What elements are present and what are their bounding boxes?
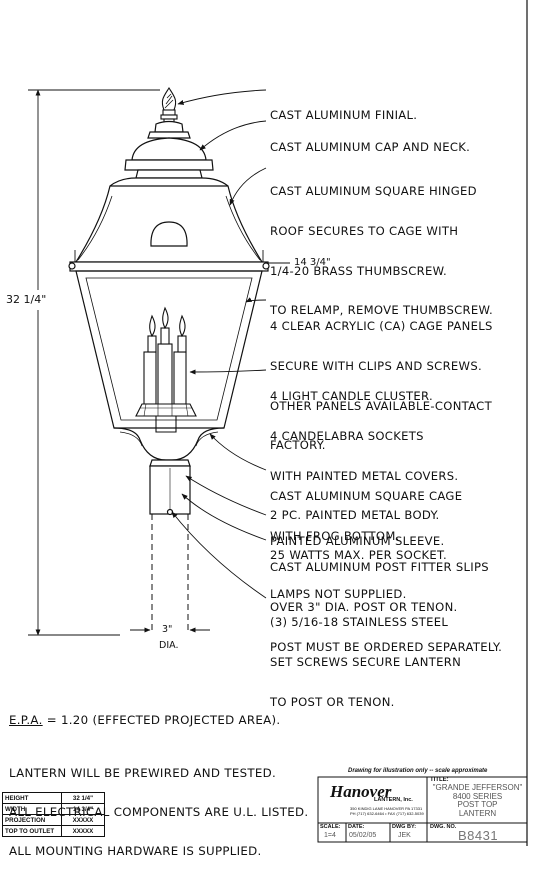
- cap-and-neck: [124, 120, 214, 179]
- date-value: 05/02/05: [349, 832, 377, 839]
- spec-value: XXXXX: [61, 825, 105, 837]
- lantern-drawing: [28, 0, 528, 846]
- spec-label: HEIGHT: [2, 792, 62, 804]
- callout-line: WITH PAINTED METAL COVERS.: [270, 468, 459, 483]
- callout-line: PAINTED ALUMINUM SLEEVE.: [270, 534, 445, 549]
- scale-label: SCALE:: [320, 824, 341, 830]
- company-phone: PH (717) 632-6464 • FAX (717) 632-5039: [350, 811, 424, 816]
- date-label: DATE:: [348, 824, 365, 830]
- callout-line: POST MUST BE ORDERED SEPARATELY.: [270, 639, 503, 654]
- callout-line: ROOF SECURES TO CAGE WITH: [270, 224, 459, 239]
- callout-line: TO RELAMP, REMOVE THUMBSCREW.: [270, 303, 493, 318]
- callout-panels: 4 CLEAR ACRYLIC (CA) CAGE PANELS SECURE …: [270, 294, 493, 479]
- company-address: 350 KINDIG LANE HANOVER PA 17331: [350, 806, 423, 811]
- callout-line: CAST ALUMINUM POST FITTER SLIPS: [270, 560, 489, 575]
- callout-post-fitter: CAST ALUMINUM POST FITTER SLIPS OVER 3" …: [270, 535, 502, 680]
- callout-line: CAST ALUMINUM SQUARE HINGED: [270, 184, 477, 199]
- title-line: 8400 SERIES: [452, 791, 503, 801]
- epa-note: E.P.A. = 1.20 (EFFECTED PROJECTED AREA).: [9, 713, 280, 727]
- callout-line: SET SCREWS SECURE LANTERN: [270, 655, 462, 670]
- callout-line: FACTORY.: [270, 438, 326, 453]
- callout-line: SECURE WITH CLIPS AND SCREWS.: [270, 359, 482, 374]
- general-note-line: LANTERN WILL BE PREWIRED AND TESTED.: [9, 766, 277, 780]
- spec-label: WIDTH: [2, 803, 62, 815]
- post-dia-label: 3": [162, 624, 173, 635]
- title-line: POST TOP: [457, 800, 498, 810]
- height-dimension-label: 32 1/4": [6, 293, 47, 306]
- callout-finial: CAST ALUMINUM FINIAL.: [270, 83, 417, 149]
- callout-sleeve: PAINTED ALUMINUM SLEEVE.: [270, 509, 444, 575]
- width-dimension-label: 14 3/4": [294, 257, 331, 268]
- callout-line: 4 CLEAR ACRYLIC (CA) CAGE PANELS: [270, 319, 493, 334]
- finial: [160, 86, 178, 124]
- brand-name: Hanover: [330, 782, 392, 801]
- candle-cluster: [135, 306, 197, 433]
- spec-label: PROJECTION: [2, 814, 62, 826]
- callout-cap: CAST ALUMINUM CAP AND NECK.: [270, 115, 470, 181]
- callout-line: 4 CANDELABRA SOCKETS: [270, 429, 424, 444]
- title-line: "GRANDE JEFFERSON": [432, 783, 523, 792]
- spec-value: 32 1/4": [61, 792, 105, 804]
- aluminum-sleeve: [149, 459, 191, 516]
- callout-line: 2 PC. PAINTED METAL BODY.: [270, 508, 440, 523]
- spec-value: XXXXX: [61, 814, 105, 826]
- callout-roof: CAST ALUMINUM SQUARE HINGED ROOF SECURES…: [270, 159, 493, 344]
- hinged-roof: [68, 177, 270, 272]
- height-dimension-line: [28, 89, 160, 636]
- dwg-no-label: DWG. NO.: [430, 824, 457, 830]
- callout-candle-cluster: 4 LIGHT CANDLE CLUSTER. 4 CANDELABRA SOC…: [270, 364, 458, 628]
- drawing-title: "GRANDE JEFFERSON" 8400 SERIES POST TOP …: [428, 783, 527, 818]
- post-dia-unit: DIA.: [159, 640, 179, 651]
- scale-value: 1=4: [324, 832, 336, 839]
- dwg-by-label: DWG BY:: [392, 824, 417, 830]
- callout-line: OTHER PANELS AVAILABLE-CONTACT: [270, 398, 492, 413]
- general-note-line: ALL MOUNTING HARDWARE IS SUPPLIED.: [9, 844, 262, 858]
- hanover-logo: Hanover LANTERN, Inc.: [322, 782, 422, 804]
- epa-label: E.P.A.: [9, 713, 43, 727]
- title-block-frame: [317, 776, 528, 843]
- brand-subtitle: LANTERN, Inc.: [374, 797, 413, 803]
- title-label: TITLE:: [430, 777, 449, 783]
- callout-line: 1/4-20 BRASS THUMBSCREW.: [270, 263, 448, 278]
- callout-line: 25 WATTS MAX. PER SOCKET.: [270, 547, 448, 562]
- callout-line: WITH FROG BOTTOM.: [270, 529, 400, 544]
- callout-set-screws: (3) 5/16-18 STAINLESS STEEL SET SCREWS S…: [270, 590, 461, 735]
- spec-label: TOP TO OUTLET: [2, 825, 62, 837]
- callout-cage: CAST ALUMINUM SQUARE CAGE WITH FROG BOTT…: [270, 464, 462, 570]
- callout-line: CAST ALUMINUM SQUARE CAGE: [270, 489, 463, 504]
- callout-line: CAST ALUMINUM CAP AND NECK.: [270, 140, 471, 155]
- callout-leaders: [171, 89, 267, 599]
- epa-text: = 1.20 (EFFECTED PROJECTED AREA).: [42, 713, 281, 727]
- drawing-sheet: 32 1/4" 14 3/4" 3" DIA. CAST ALUMINUM FI…: [2, 0, 528, 858]
- callout-line: LAMPS NOT SUPPLIED.: [270, 587, 407, 602]
- callout-line: TO POST OR TENON.: [270, 694, 395, 709]
- scale-disclaimer: Drawing for illustration only -- scale a…: [348, 768, 488, 774]
- callout-line: CAST ALUMINUM FINIAL.: [270, 108, 418, 123]
- callout-line: 4 LIGHT CANDLE CLUSTER.: [270, 389, 433, 404]
- dwg-no-value: B8431: [458, 828, 499, 843]
- title-line: LANTERN: [458, 808, 497, 818]
- post-hidden-lines: [151, 514, 189, 634]
- callout-line: (3) 5/16-18 STAINLESS STEEL: [270, 615, 449, 630]
- dwg-by-value: JEK: [398, 832, 411, 839]
- spec-value: 14 3/4": [61, 803, 105, 815]
- callout-line: OVER 3" DIA. POST OR TENON.: [270, 600, 458, 615]
